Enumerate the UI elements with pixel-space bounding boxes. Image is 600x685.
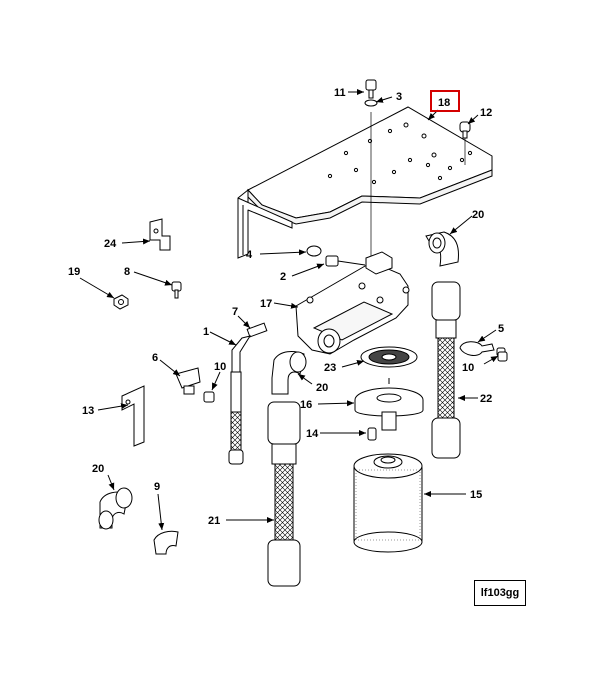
callout-8: 8 [124, 266, 130, 278]
mounting-bracket [237, 106, 493, 259]
filter-head [295, 251, 410, 355]
callout-15: 15 [470, 489, 482, 501]
callout-12: 12 [480, 107, 492, 119]
callout-10-left: 10 [214, 361, 226, 373]
hose-21 [267, 401, 301, 587]
callout-10-right: 10 [462, 362, 474, 374]
callout-4: 4 [246, 249, 253, 261]
callout-20-mid: 20 [316, 382, 328, 394]
elbow-20-mid [271, 351, 307, 395]
callout-20-bottom: 20 [92, 463, 104, 475]
bracket-13 [121, 385, 145, 447]
nut-19 [113, 294, 129, 310]
callout-13: 13 [82, 405, 94, 417]
bolt-11 [364, 79, 378, 107]
adapter-16 [354, 378, 424, 431]
screw-12 [459, 121, 471, 139]
callout-17: 17 [260, 298, 272, 310]
screw-10-left [203, 391, 215, 403]
callout-23: 23 [324, 362, 336, 374]
callout-14: 14 [306, 428, 319, 440]
filter-15 [353, 453, 423, 553]
figure-id-label: lf103gg [474, 580, 526, 606]
tube-1 [228, 335, 252, 465]
screw-10-right [497, 351, 508, 362]
hose-22 [431, 281, 461, 459]
callout-19: 19 [68, 266, 80, 278]
callout-labels: 11 3 18 12 20 24 4 2 19 8 17 7 1 5 6 10 … [68, 87, 504, 527]
callout-1: 1 [203, 326, 209, 338]
elbow-9 [153, 530, 179, 555]
screw-8 [171, 281, 182, 299]
elbow-20-top [425, 231, 459, 267]
elbow-20-bottom [98, 487, 133, 530]
bolt-2 [306, 245, 366, 267]
callout-18[interactable]: 18 [438, 97, 450, 109]
clamp-24 [149, 218, 171, 251]
highlight-box [430, 90, 460, 112]
callout-5: 5 [498, 323, 504, 335]
callout-2: 2 [280, 271, 286, 283]
callout-21: 21 [208, 515, 220, 527]
callout-20-top: 20 [472, 209, 484, 221]
callout-6: 6 [152, 352, 158, 364]
screw-14 [367, 427, 377, 441]
callout-7: 7 [232, 306, 238, 318]
callout-3: 3 [396, 91, 402, 103]
callout-16: 16 [300, 399, 312, 411]
callout-22: 22 [480, 393, 492, 405]
clamp-6 [175, 367, 201, 395]
gasket-23 [360, 346, 418, 368]
callout-24: 24 [104, 238, 117, 250]
callout-11: 11 [334, 87, 346, 99]
fitting-7 [246, 322, 268, 338]
callout-9: 9 [154, 481, 160, 493]
